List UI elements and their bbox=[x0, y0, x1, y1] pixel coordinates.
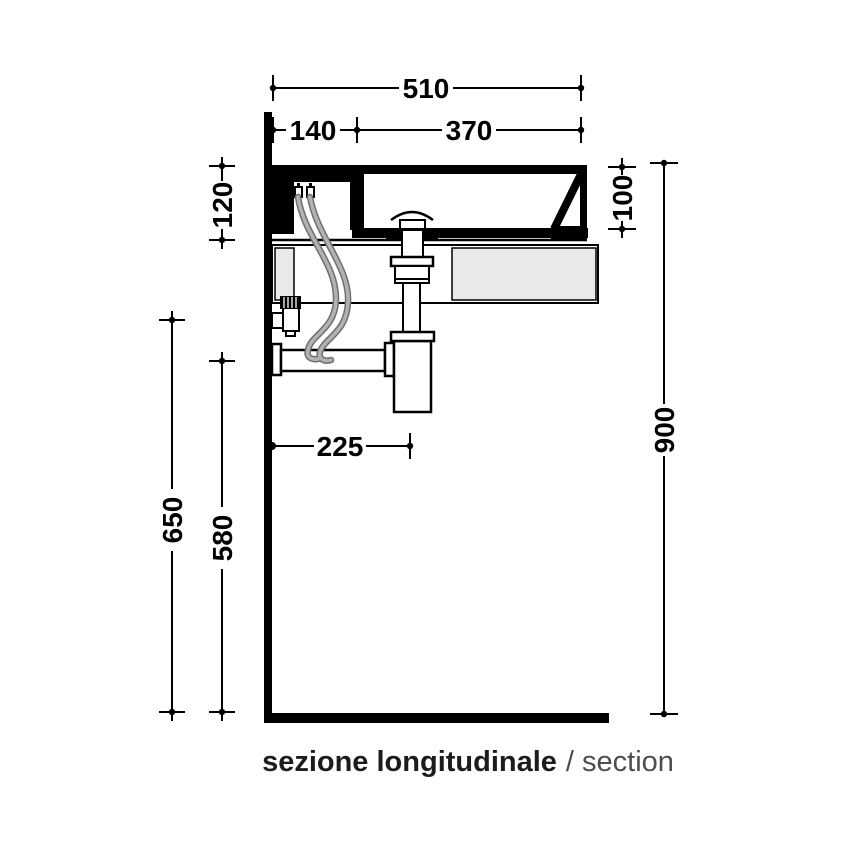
caption-primary: sezione longitudinale bbox=[262, 746, 557, 778]
wall-escutcheon bbox=[270, 342, 283, 377]
drain-locknut bbox=[389, 255, 435, 268]
trap-flange bbox=[383, 341, 396, 378]
drain-throat bbox=[401, 229, 424, 259]
washbasin-section bbox=[272, 165, 588, 242]
dimension-drain-offset: 225 bbox=[268, 431, 414, 462]
valve-body bbox=[282, 307, 300, 332]
dimension-bowl-depth: 100 bbox=[607, 158, 638, 238]
dim-label-225: 225 bbox=[317, 431, 364, 462]
bowl-floor bbox=[352, 228, 588, 238]
dimension-bowl-width: 370 bbox=[357, 115, 585, 146]
dim-label-120: 120 bbox=[207, 182, 238, 229]
dimension-waste-height: 580 bbox=[207, 352, 238, 721]
angle-valve bbox=[271, 296, 301, 337]
valve-wall-port bbox=[271, 312, 284, 329]
pop-up-drain bbox=[389, 210, 435, 335]
floor bbox=[264, 713, 609, 723]
dimension-front-height: 120 bbox=[207, 157, 238, 249]
dim-label-580: 580 bbox=[207, 515, 238, 562]
deck-divider bbox=[350, 165, 364, 230]
terminal-nub-left bbox=[297, 183, 300, 187]
trap-body bbox=[392, 339, 433, 414]
dimension-mounting-height: 900 bbox=[649, 159, 680, 718]
countertop-cut-right bbox=[451, 247, 597, 301]
hose-left-highlight bbox=[296, 195, 338, 361]
caption: sezione longitudinale / section bbox=[262, 746, 674, 778]
dimension-backledge-width: 140 bbox=[269, 115, 361, 146]
drain-tailpipe bbox=[402, 282, 421, 335]
valve-knurled-knob bbox=[280, 296, 301, 309]
bowl-right-slope bbox=[550, 168, 587, 231]
dim-label-900: 900 bbox=[649, 407, 680, 454]
basin-rim bbox=[272, 165, 584, 174]
bottle-trap-assembly bbox=[270, 330, 436, 414]
countertop-cut-left bbox=[274, 247, 295, 301]
hose-right-highlight bbox=[308, 195, 350, 363]
wall bbox=[264, 112, 272, 723]
faucet-deck bbox=[272, 165, 364, 182]
drain-cap-ring bbox=[399, 219, 426, 230]
dim-label-140: 140 bbox=[290, 115, 337, 146]
dimension-supply-height: 650 bbox=[157, 311, 188, 721]
terminal-nub-right bbox=[309, 183, 312, 187]
dim-label-510: 510 bbox=[403, 73, 450, 104]
countertop bbox=[271, 244, 599, 304]
trap-cap bbox=[389, 330, 436, 343]
caption-secondary: / section bbox=[566, 746, 674, 778]
dim-label-650: 650 bbox=[157, 497, 188, 544]
dim-label-100: 100 bbox=[607, 175, 638, 222]
dimension-overall-width: 510 bbox=[269, 73, 585, 104]
drain-nut bbox=[394, 265, 430, 284]
bowl-right-junction bbox=[551, 226, 587, 241]
basin-right-edge bbox=[580, 165, 587, 241]
supply-hoses bbox=[294, 193, 352, 364]
dim-label-370: 370 bbox=[446, 115, 493, 146]
valve-stem bbox=[285, 330, 296, 337]
drain-dome-cap bbox=[390, 210, 434, 222]
basin-back-wall bbox=[272, 165, 294, 234]
